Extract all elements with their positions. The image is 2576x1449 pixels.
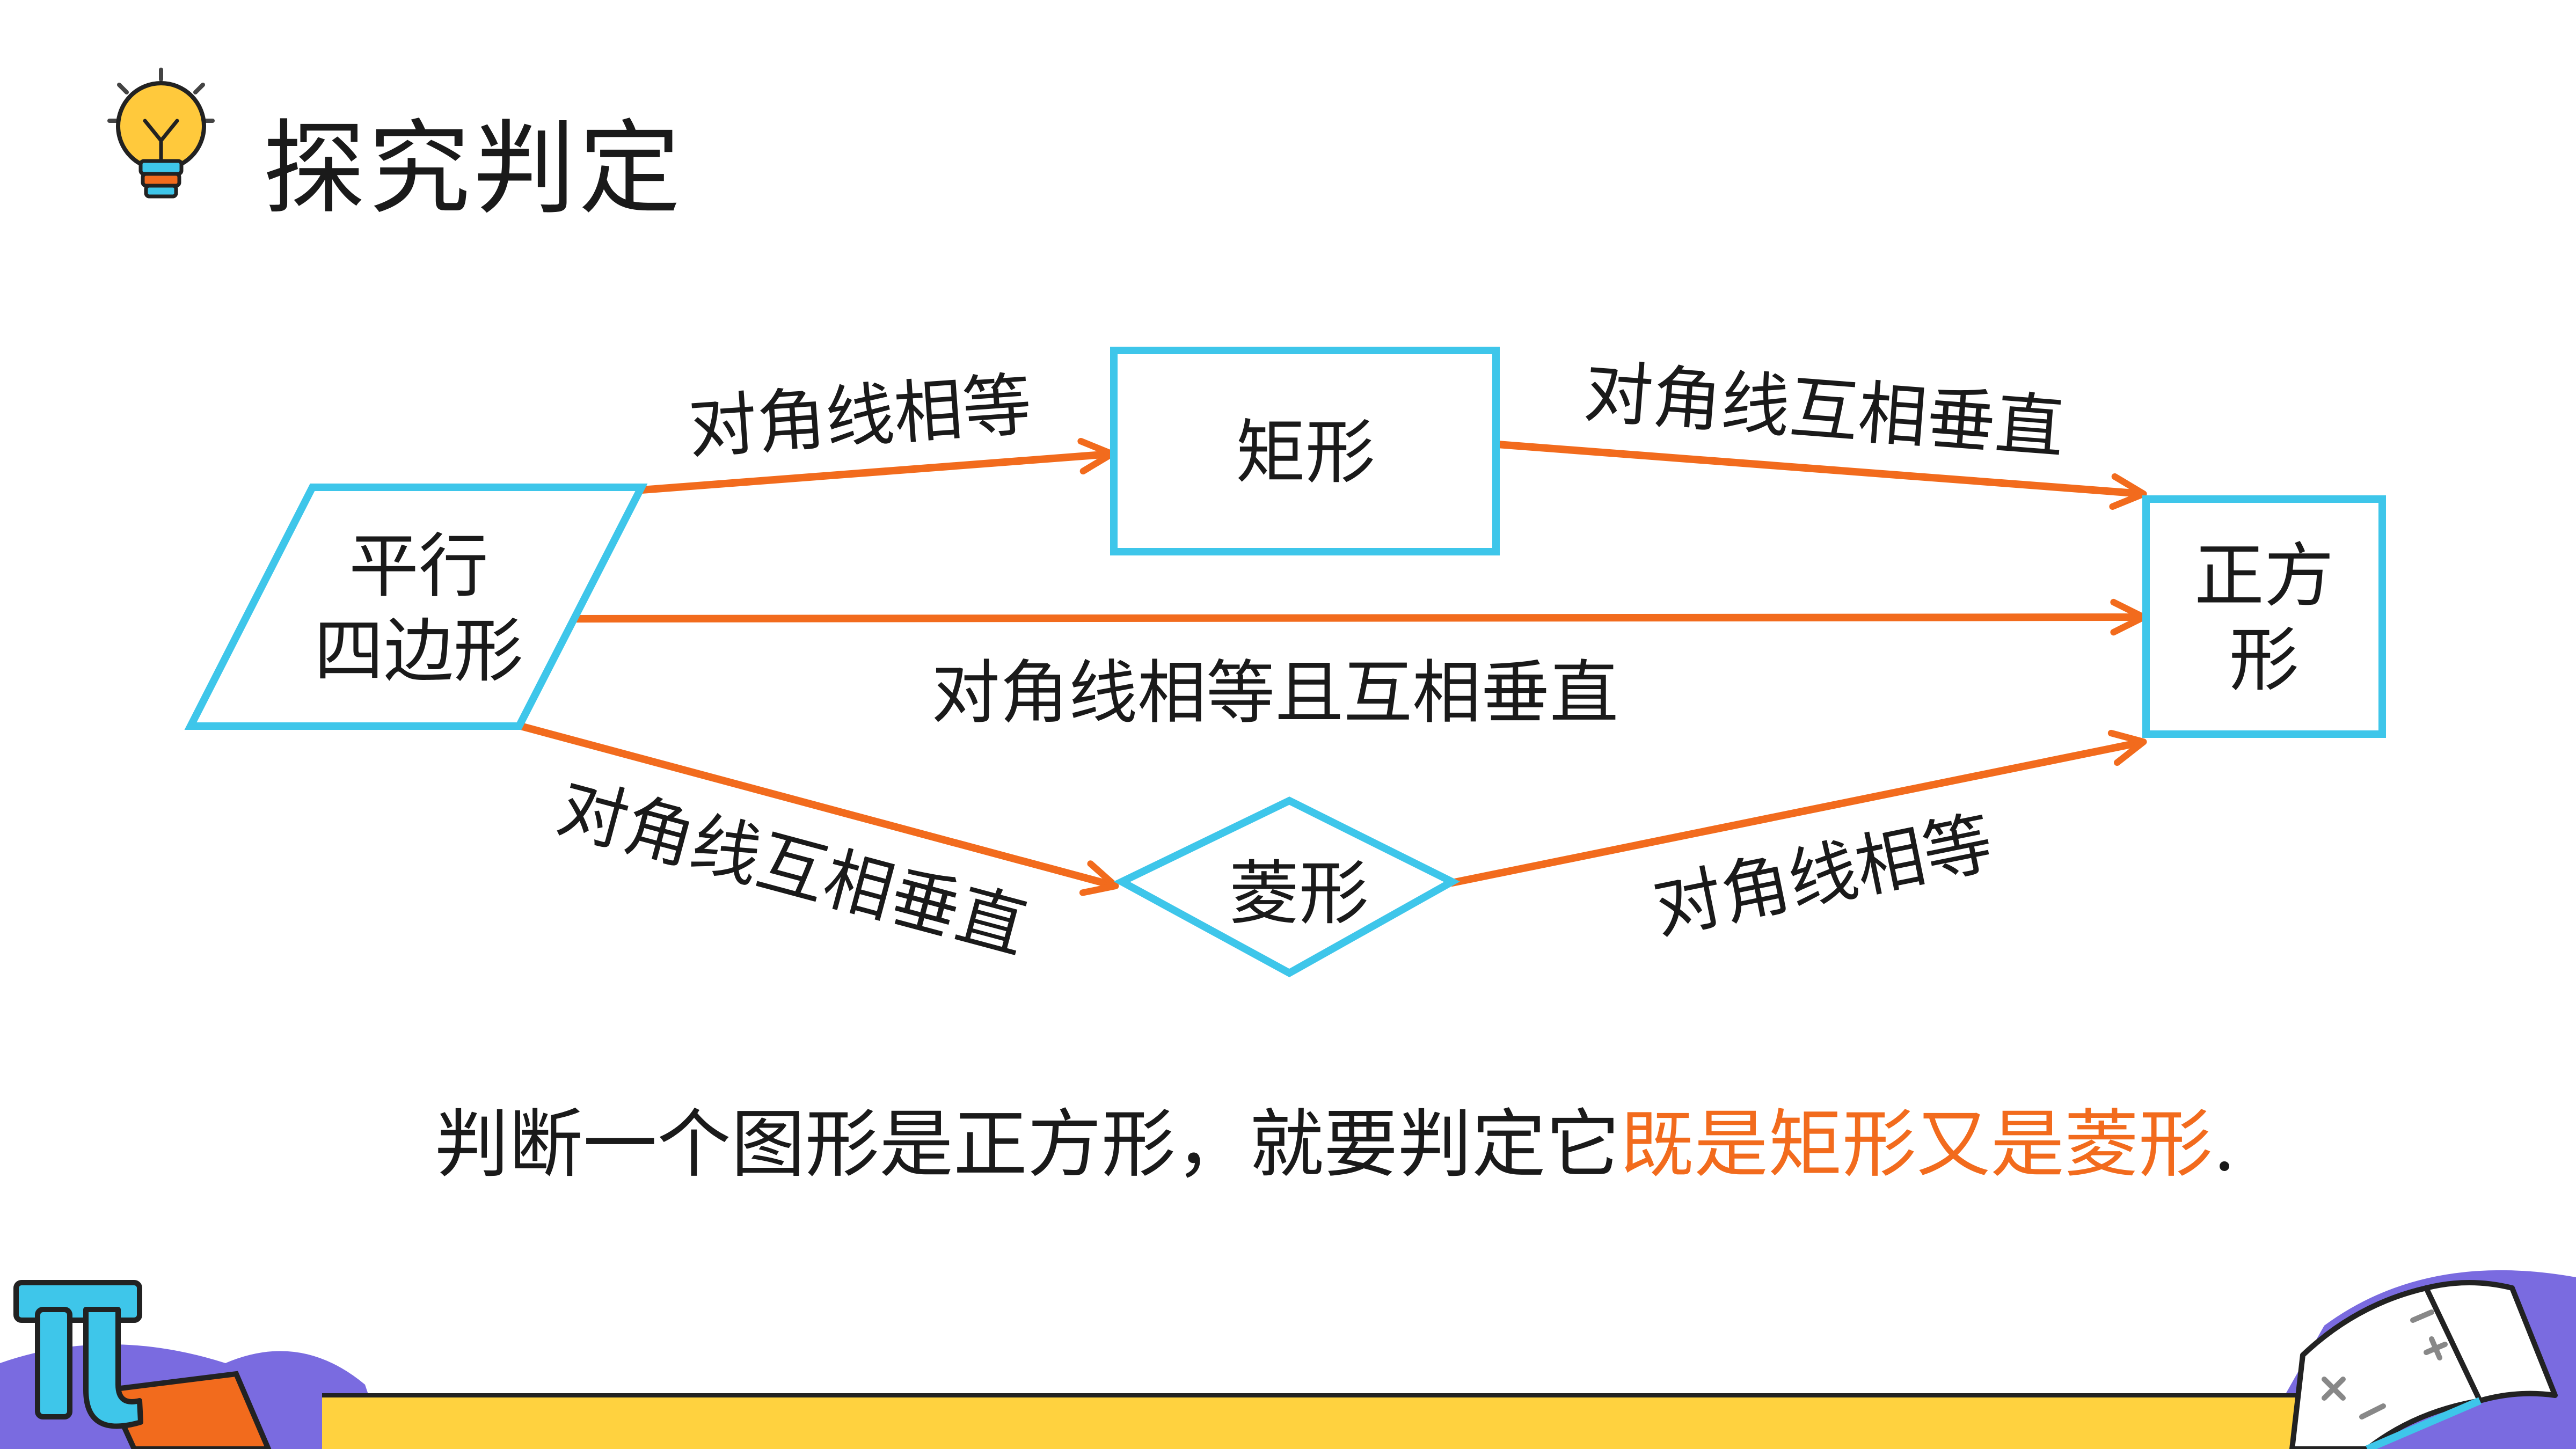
square-shape [2142,495,2386,738]
node-label-parallelogram-line1: 平行 [349,525,488,607]
arrow-para-to-rhombus [517,722,1119,896]
pi-icon [13,1280,143,1429]
page-title: 探究判定 [263,109,684,228]
node-label-square-line1: 正方 [2194,535,2334,617]
node-label-rectangle: 矩形 [1236,412,1375,493]
lightbulb-icon [107,68,215,199]
arrow-rect-to-square [1494,441,2147,510]
conclusion-prefix: 判断一个图形是正方形，就要判定它 [435,1101,1621,1188]
node-label-parallelogram-line2: 四边形 [314,610,523,692]
arrow-rhombus-to-square [1448,729,2147,887]
parallelogram-shape [184,484,648,730]
edge-label-rect-to-square: 对角线互相垂直 [1581,352,2067,469]
node-label-rhombus: 菱形 [1229,853,1369,934]
arrow-para-to-rect [638,437,1115,494]
conclusion-text: 判断一个图形是正方形，就要判定它既是矩形又是菱形. [435,1084,2236,1191]
open-book-icon [2289,1280,2558,1449]
edge-label-para-to-square: 对角线相等且互相垂直 [931,653,1618,733]
bottom-decoration [0,1270,2576,1449]
node-label-square-line2: 形 [2229,619,2299,701]
edge-label-para-to-rect: 对角线相等 [686,365,1034,469]
rhombus-shape [1113,796,1460,977]
conclusion-suffix: . [2213,1101,2236,1188]
bottom-yellow-bar [322,1394,2351,1449]
arrow-para-to-square [573,598,2147,636]
rectangle-shape [1110,347,1500,555]
edge-label-rhombus-to-square: 对角线相等 [1647,803,1999,950]
conclusion-highlight: 既是矩形又是菱形 [1620,1101,2213,1188]
